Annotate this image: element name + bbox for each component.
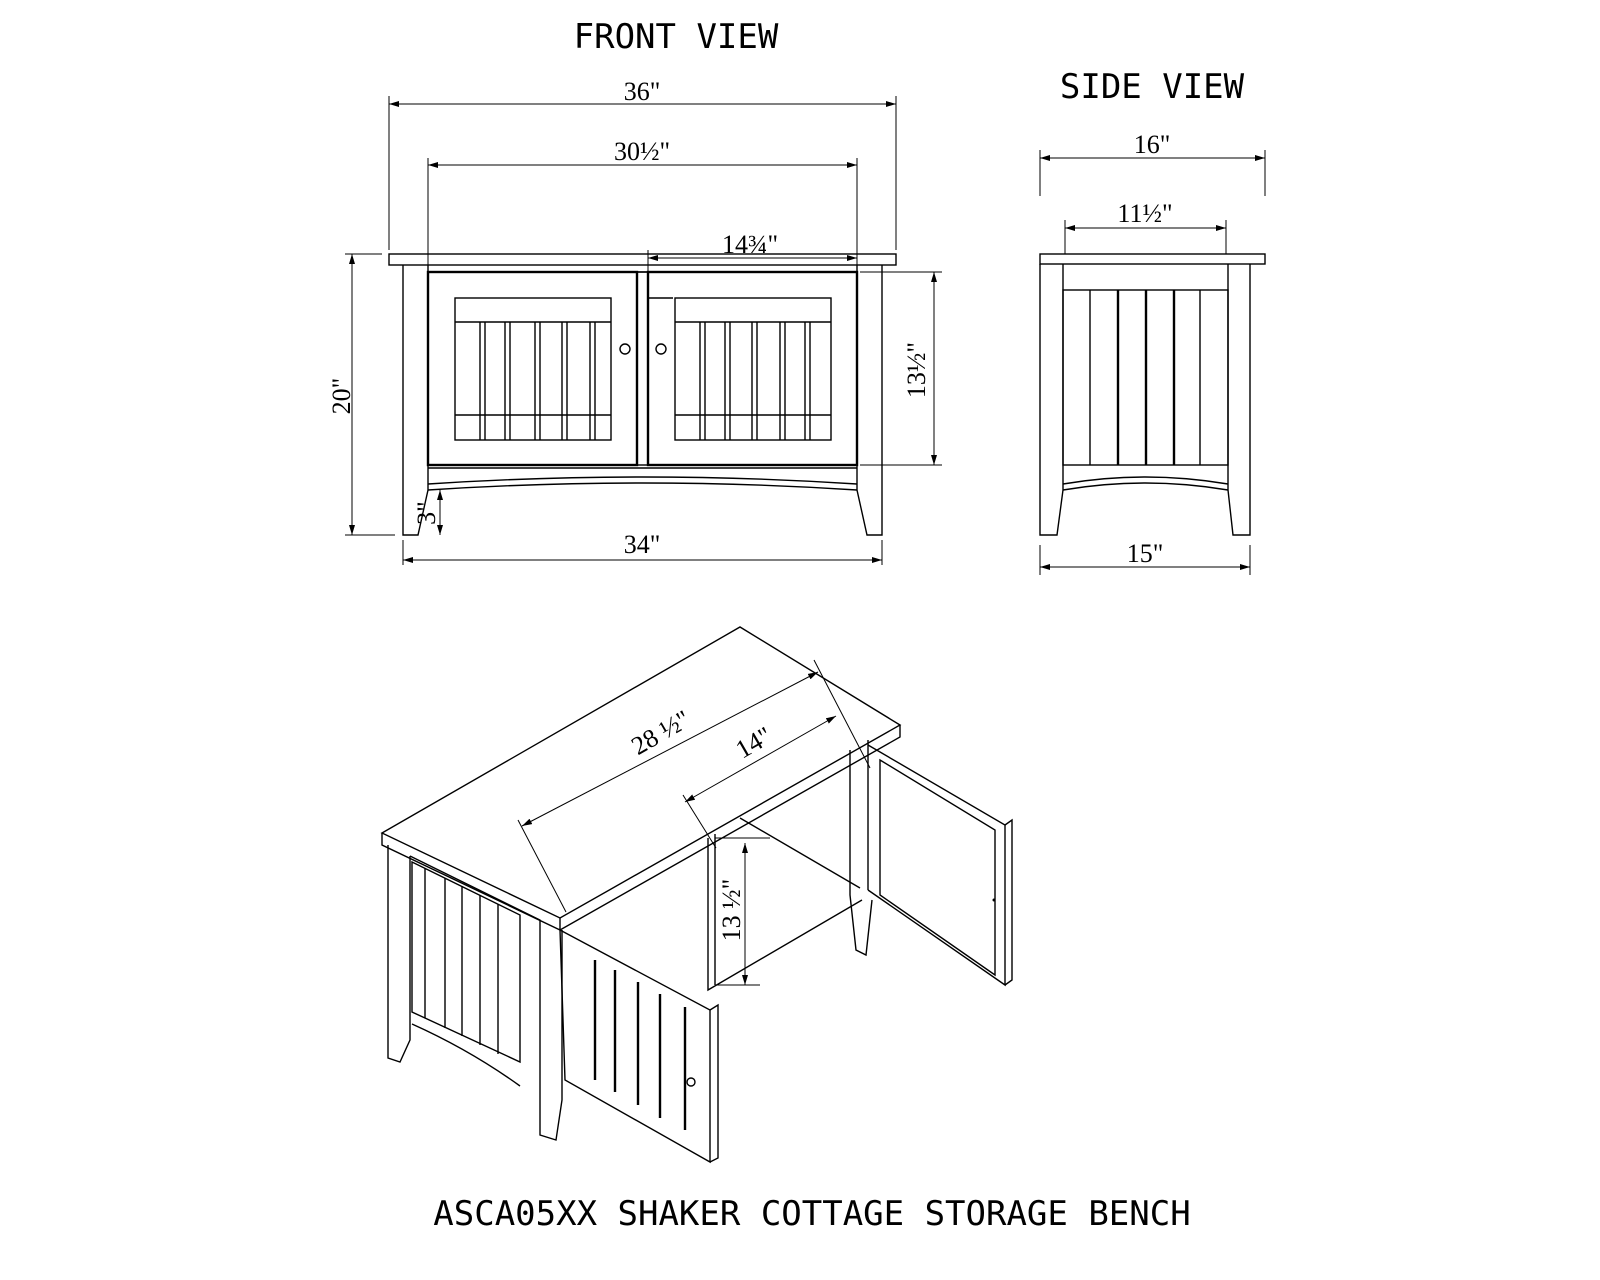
knob-icon bbox=[655, 343, 667, 355]
dim-height: 20" bbox=[327, 378, 356, 415]
dim-top-depth: 16" bbox=[1134, 130, 1171, 159]
dim-door-height: 13½" bbox=[902, 342, 931, 398]
dim-base-depth: 15" bbox=[1127, 539, 1164, 568]
dim-interior-length: 28 ½" bbox=[626, 704, 695, 760]
dim-inner-width: 30½" bbox=[614, 137, 670, 166]
dim-compartment-width: 14" bbox=[731, 721, 777, 764]
knob-icon bbox=[619, 343, 631, 355]
knob-icon bbox=[992, 898, 996, 902]
side-view-title: SIDE VIEW bbox=[1060, 67, 1245, 107]
knob-icon bbox=[686, 1077, 696, 1087]
side-view: SIDE VIEW 16" 11½" 15" bbox=[1039, 67, 1266, 575]
dim-overall-width: 36" bbox=[624, 77, 661, 106]
front-view: FRONT VIEW bbox=[327, 17, 942, 565]
dim-door-width: 14¾" bbox=[722, 230, 778, 259]
isometric-view: 28 ½" 14" 13 ½" bbox=[380, 626, 1013, 1164]
drawing-caption: ASCA05XX SHAKER COTTAGE STORAGE BENCH bbox=[433, 1194, 1190, 1234]
dim-base-width: 34" bbox=[624, 530, 661, 559]
dim-interior-height: 13 ½" bbox=[717, 879, 746, 942]
dim-panel-depth: 11½" bbox=[1117, 199, 1172, 228]
dim-leg-clearance: 3" bbox=[412, 501, 441, 525]
front-view-title: FRONT VIEW bbox=[574, 17, 779, 57]
